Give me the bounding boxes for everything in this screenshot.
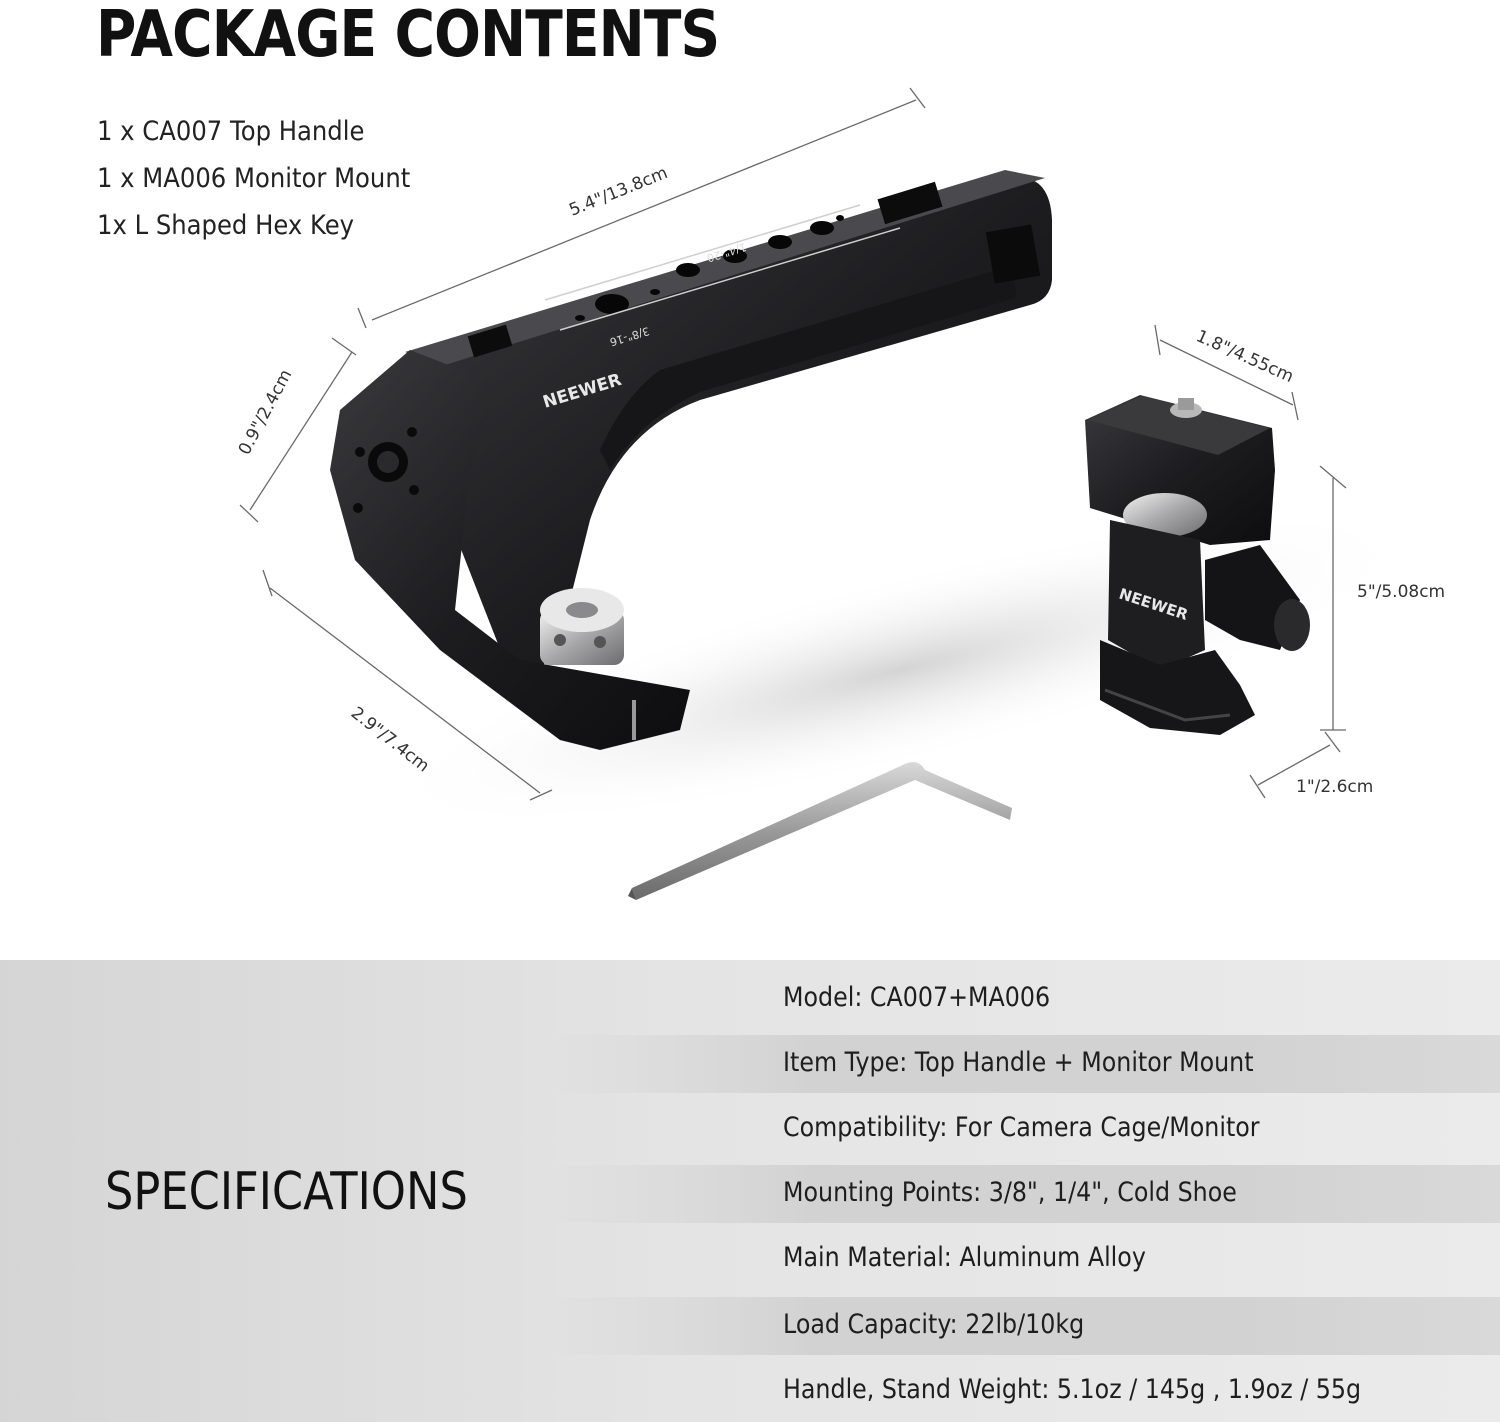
spec-text: Item Type: Top Handle + Monitor Mount: [783, 1047, 1254, 1078]
cold-shoe-slot: [467, 324, 513, 358]
list-item: 1 x MA006 Monitor Mount: [97, 163, 411, 194]
arm-holes: [353, 427, 419, 513]
mount-body: [1108, 520, 1205, 670]
specifications-title: SPECIFICATIONS: [105, 1162, 468, 1222]
dimension-handle-length: 5.4"/13.8cm: [566, 163, 670, 221]
handle-arm: [330, 350, 690, 750]
list-item: 1 x CA007 Top Handle: [97, 116, 365, 147]
spec-text: Compatibility: For Camera Cage/Monitor: [783, 1112, 1260, 1143]
spec-row: Compatibility: For Camera Cage/Monitor: [548, 1100, 1500, 1158]
spec-row: Main Material: Aluminum Alloy: [548, 1230, 1500, 1288]
package-contents-list: 1 x CA007 Top Handle 1 x MA006 Monitor M…: [97, 108, 445, 249]
handle-trim-line: [544, 204, 901, 331]
spec-text: Load Capacity: 22lb/10kg: [783, 1309, 1085, 1340]
dimension-mount-width: 1.8"/4.55cm: [1193, 326, 1296, 387]
mount-base: [1100, 640, 1255, 735]
handle-cutout: [985, 224, 1041, 284]
mounting-holes: [575, 215, 844, 321]
spec-text: Handle, Stand Weight: 5.1oz / 145g , 1.9…: [783, 1374, 1362, 1405]
mount-plate-texture: [1088, 396, 1270, 455]
mount-base-edge: [1104, 688, 1231, 722]
spec-row: Item Type: Top Handle + Monitor Mount: [548, 1035, 1500, 1093]
mount-side-knob: [1205, 545, 1310, 651]
mount-screw: [1178, 398, 1194, 410]
dimension-handle-height: 0.9"/2.4cm: [235, 366, 297, 458]
dimension-mount-height: 5"/5.08cm: [1357, 582, 1445, 602]
mount-knurled-wheel: [1123, 493, 1207, 537]
dimension-mount-depth: 1"/2.6cm: [1296, 777, 1373, 797]
spec-row: Model: CA007+MA006: [548, 970, 1500, 1028]
spec-text: Model: CA007+MA006: [783, 982, 1051, 1013]
product-illustration: NEEWER 3/8"-16 1/4"-20 NEEWER: [235, 87, 1445, 900]
spec-row: Handle, Stand Weight: 5.1oz / 145g , 1.9…: [548, 1362, 1500, 1420]
top-handle: [330, 170, 1052, 750]
spec-row: Mounting Points: 3/8", 1/4", Cold Shoe: [548, 1165, 1500, 1223]
spec-text: Mounting Points: 3/8", 1/4", Cold Shoe: [783, 1177, 1237, 1208]
handle-rubber-grip: [600, 271, 1016, 470]
page-title: PACKAGE CONTENTS: [96, 0, 720, 72]
monitor-mount: [1085, 395, 1310, 735]
spec-row: Load Capacity: 22lb/10kg: [548, 1297, 1500, 1355]
cold-shoe-slot: [877, 181, 943, 225]
list-item: 1x L Shaped Hex Key: [97, 210, 355, 241]
spec-text: Main Material: Aluminum Alloy: [783, 1242, 1146, 1273]
dimension-handle-depth: 2.9"/7.4cm: [347, 703, 433, 776]
dimension-lines: [239, 87, 1347, 801]
hex-key: [628, 762, 1012, 900]
handle-screw-knob: [540, 588, 636, 740]
